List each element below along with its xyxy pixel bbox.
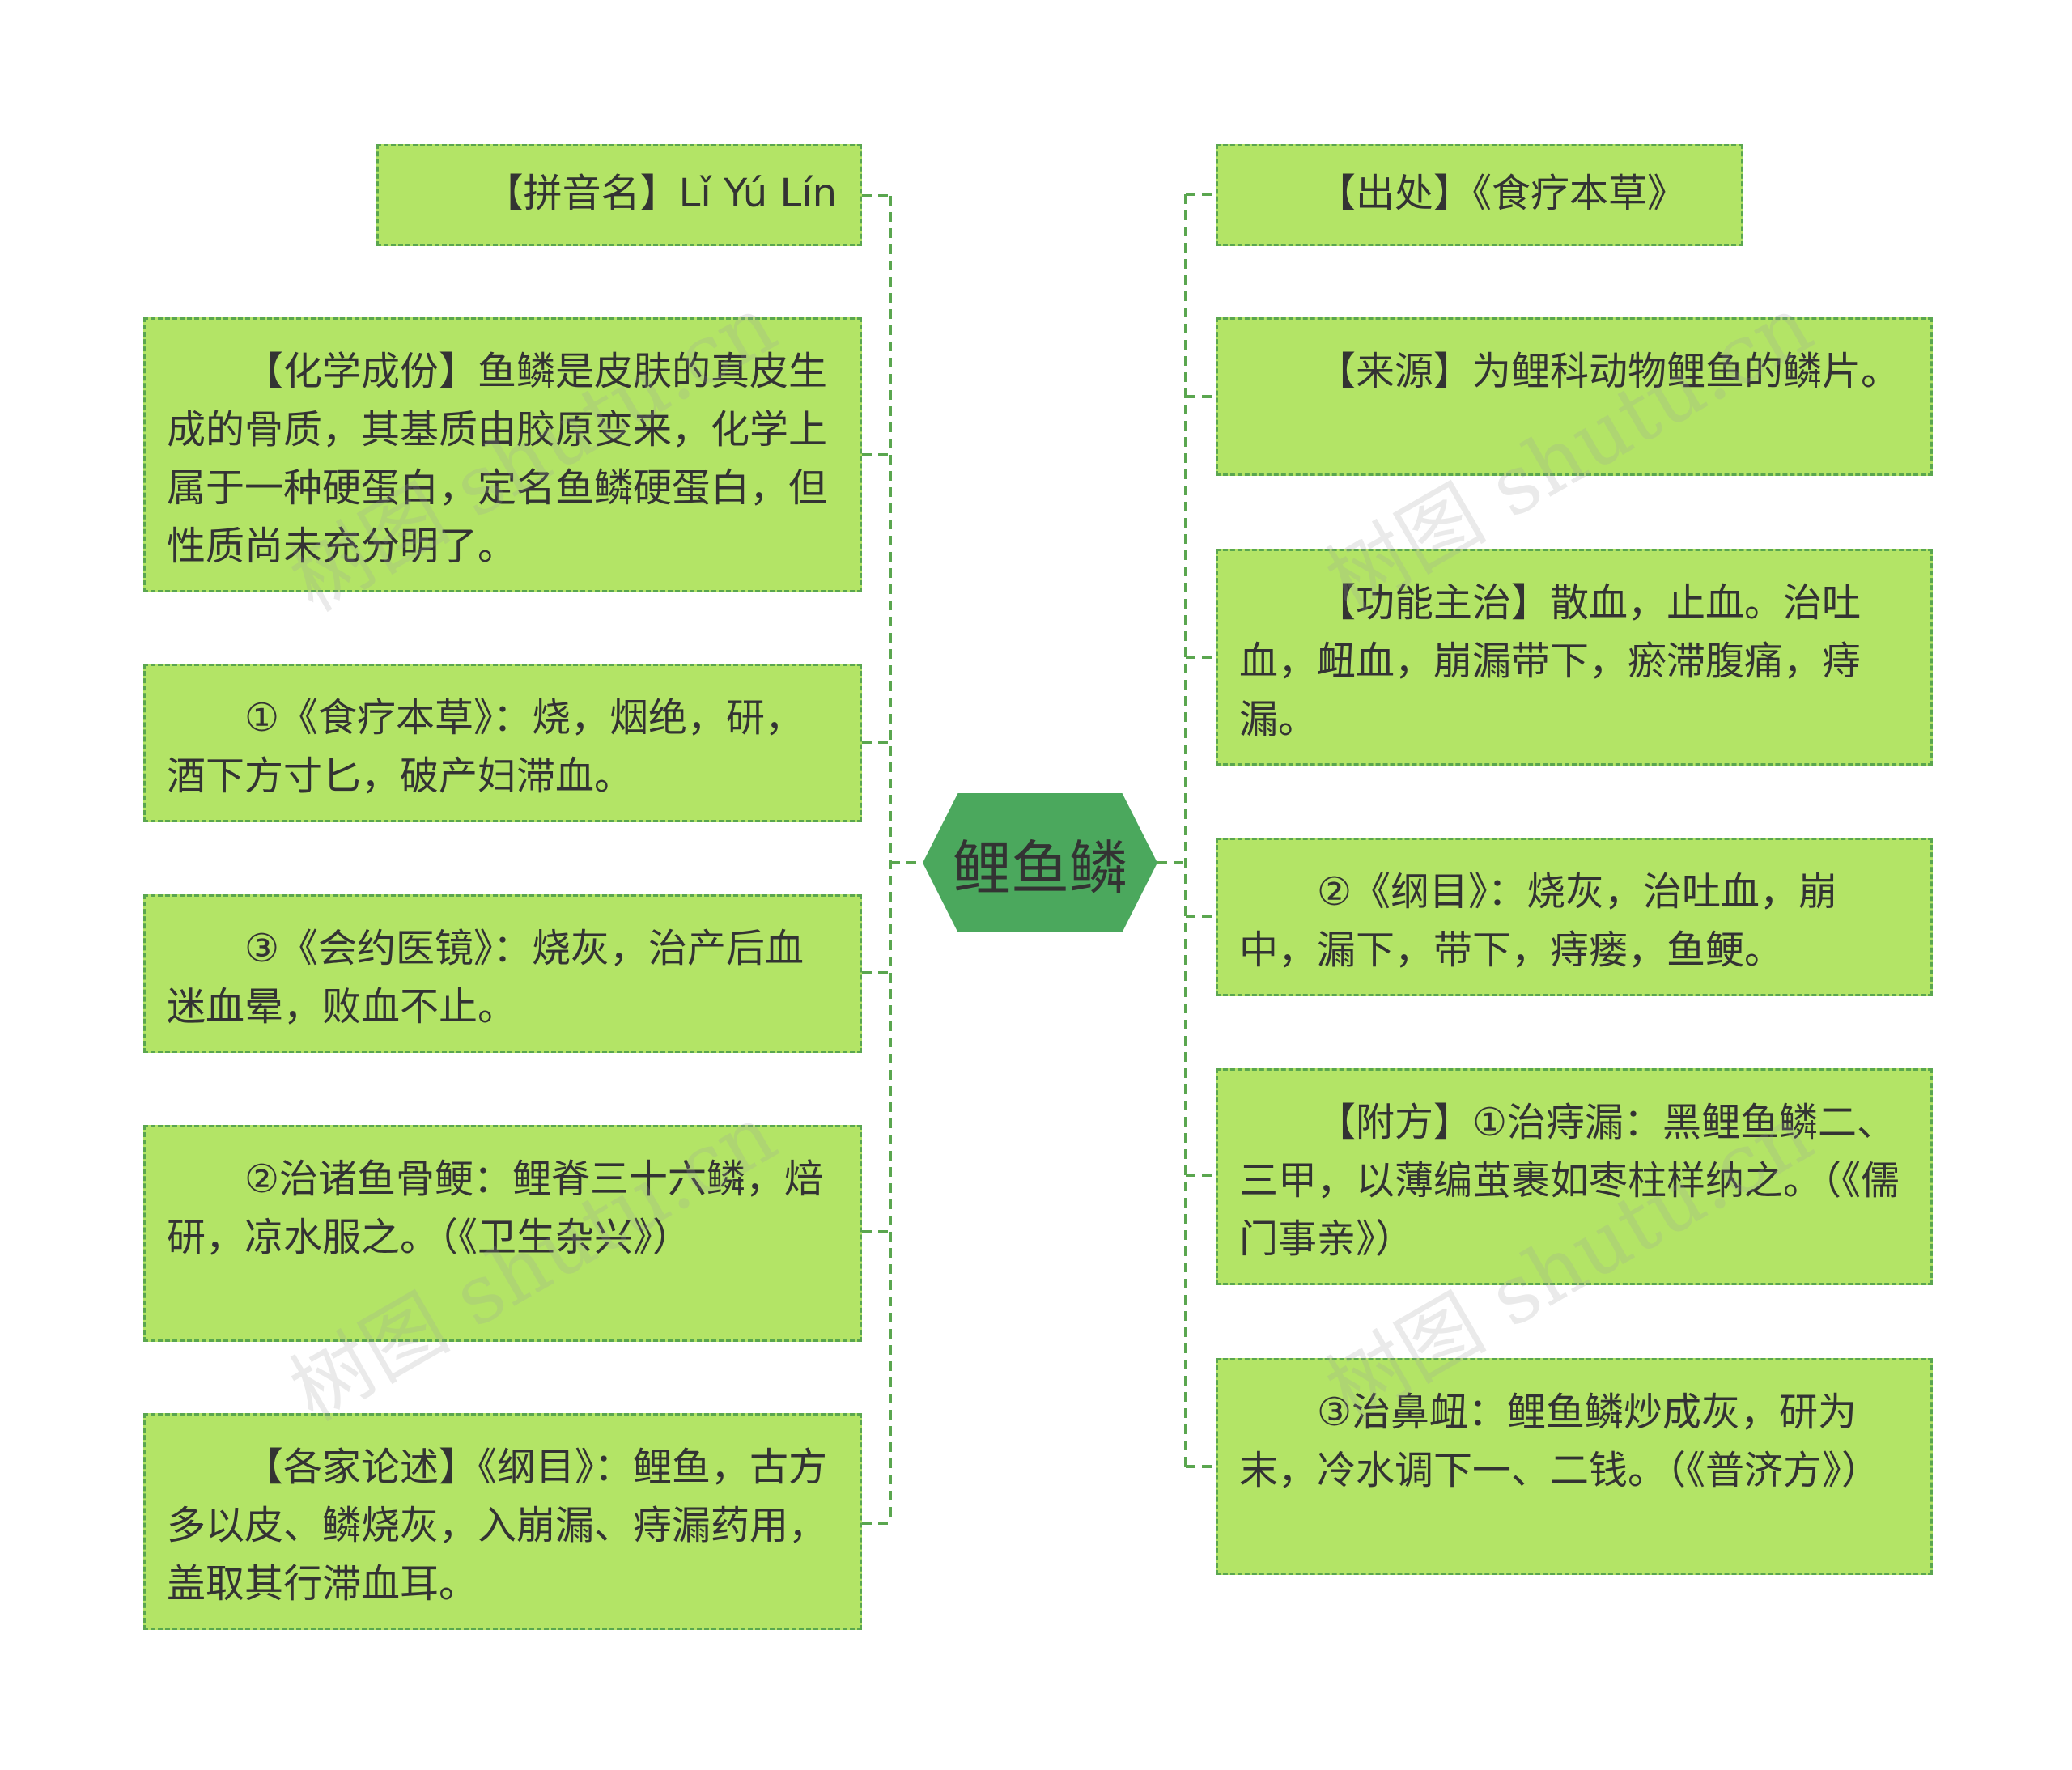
node-text: ①《食疗本草》：烧，烟绝，研，酒下方寸匕，破产妇滞血。 xyxy=(167,695,805,799)
node-appended-prescription[interactable]: 【附方】①治痔漏：黑鲤鱼鳞二、三甲，以薄编茧裹如枣柱样纳之。（《儒门事亲》） xyxy=(1216,1068,1933,1285)
node-shiliao-bencao-usage[interactable]: ①《食疗本草》：烧，烟绝，研，酒下方寸匕，破产妇滞血。 xyxy=(143,664,862,822)
node-commentary[interactable]: 【各家论述】《纲目》：鲤鱼，古方多以皮、鳞烧灰，入崩漏、痔漏药用，盖取其行滞血耳… xyxy=(143,1413,862,1630)
node-origin[interactable]: 【来源】为鲤科动物鲤鱼的鳞片。 xyxy=(1216,317,1933,476)
node-text: 【出处】《食疗本草》 xyxy=(1317,171,1687,216)
node-text: ②治诸鱼骨鲠：鲤脊三十六鳞，焙研，凉水服之。（《卫生杂兴》） xyxy=(167,1157,824,1260)
node-text: 【拼音名】Lǐ Yú Lín xyxy=(484,171,837,216)
node-pinyin-name[interactable]: 【拼音名】Lǐ Yú Lín xyxy=(376,144,862,246)
node-text: 【功能主治】散血，止血。治吐血，衄血，崩漏带下，瘀滞腹痛，痔漏。 xyxy=(1239,580,1862,742)
node-text: ③《会约医镜》：烧灰，治产后血迷血晕，败血不止。 xyxy=(167,926,805,1029)
node-text: 【各家论述】《纲目》：鲤鱼，古方多以皮、鳞烧灰，入崩漏、痔漏药用，盖取其行滞血耳… xyxy=(167,1445,828,1607)
node-fish-bone-remedy[interactable]: ②治诸鱼骨鲠：鲤脊三十六鳞，焙研，凉水服之。（《卫生杂兴》） xyxy=(143,1125,862,1342)
node-text: ③治鼻衄：鲤鱼鳞炒成灰，研为末，冷水调下一、二钱。（《普济方》） xyxy=(1239,1390,1881,1493)
central-topic[interactable]: 鲤鱼鳞 xyxy=(923,793,1157,932)
node-text: 【来源】为鲤科动物鲤鱼的鳞片。 xyxy=(1317,349,1900,394)
node-gangmu-usage[interactable]: ②《纲目》：烧灰，治吐血，崩中，漏下，带下，痔瘘，鱼鲠。 xyxy=(1216,838,1933,996)
node-nosebleed-remedy[interactable]: ③治鼻衄：鲤鱼鳞炒成灰，研为末，冷水调下一、二钱。（《普济方》） xyxy=(1216,1358,1933,1575)
node-huiyue-yijing[interactable]: ③《会约医镜》：烧灰，治产后血迷血晕，败血不止。 xyxy=(143,894,862,1053)
node-text: ②《纲目》：烧灰，治吐血，崩中，漏下，带下，痔瘘，鱼鲠。 xyxy=(1239,869,1838,973)
node-text: 【化学成份】鱼鳞是皮肤的真皮生成的骨质，其基质由胶原变来，化学上属于一种硬蛋白，… xyxy=(167,349,828,569)
node-source-book[interactable]: 【出处】《食疗本草》 xyxy=(1216,144,1743,246)
node-chemical-composition[interactable]: 【化学成份】鱼鳞是皮肤的真皮生成的骨质，其基质由胶原变来，化学上属于一种硬蛋白，… xyxy=(143,317,862,592)
central-topic-label: 鲤鱼鳞 xyxy=(952,834,1127,902)
node-text: 【附方】①治痔漏：黑鲤鱼鳞二、三甲，以薄编茧裹如枣柱样纳之。（《儒门事亲》） xyxy=(1239,1100,1900,1262)
node-functions-indications[interactable]: 【功能主治】散血，止血。治吐血，衄血，崩漏带下，瘀滞腹痛，痔漏。 xyxy=(1216,549,1933,766)
